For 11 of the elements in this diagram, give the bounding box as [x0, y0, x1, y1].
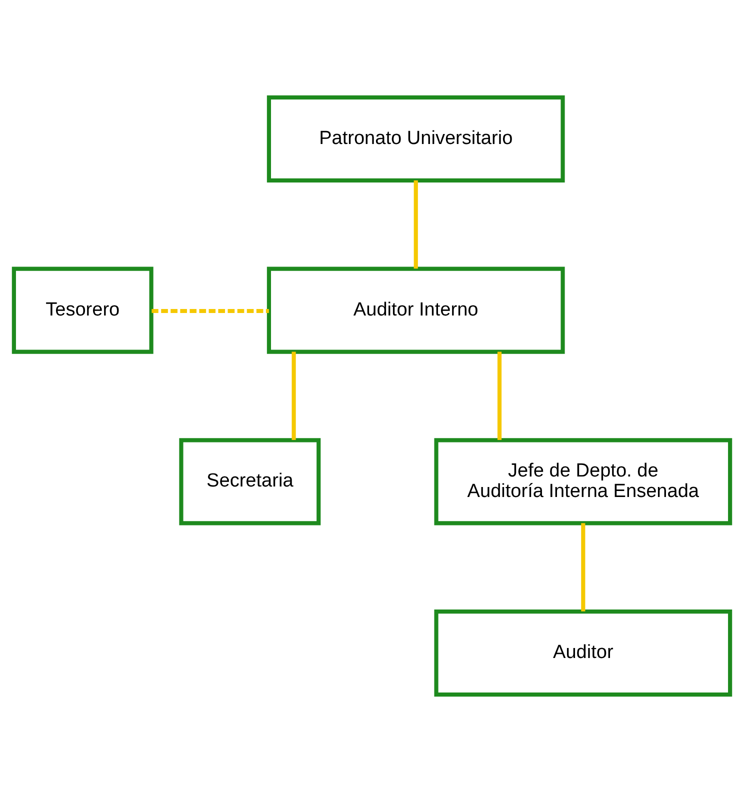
node-box: Secretaria	[179, 438, 321, 526]
connector	[152, 308, 269, 314]
connector	[414, 180, 418, 269]
node-box: Auditor Interno	[266, 266, 565, 354]
node-box: Patronato Universitario	[266, 95, 565, 182]
node-box: Tesorero	[12, 266, 154, 354]
node-box: Jefe de Depto. de Auditoría Interna Ensenada	[434, 438, 732, 526]
node-box: Auditor	[434, 610, 732, 697]
connector	[292, 352, 296, 440]
connector	[581, 523, 586, 612]
connector	[497, 352, 502, 440]
